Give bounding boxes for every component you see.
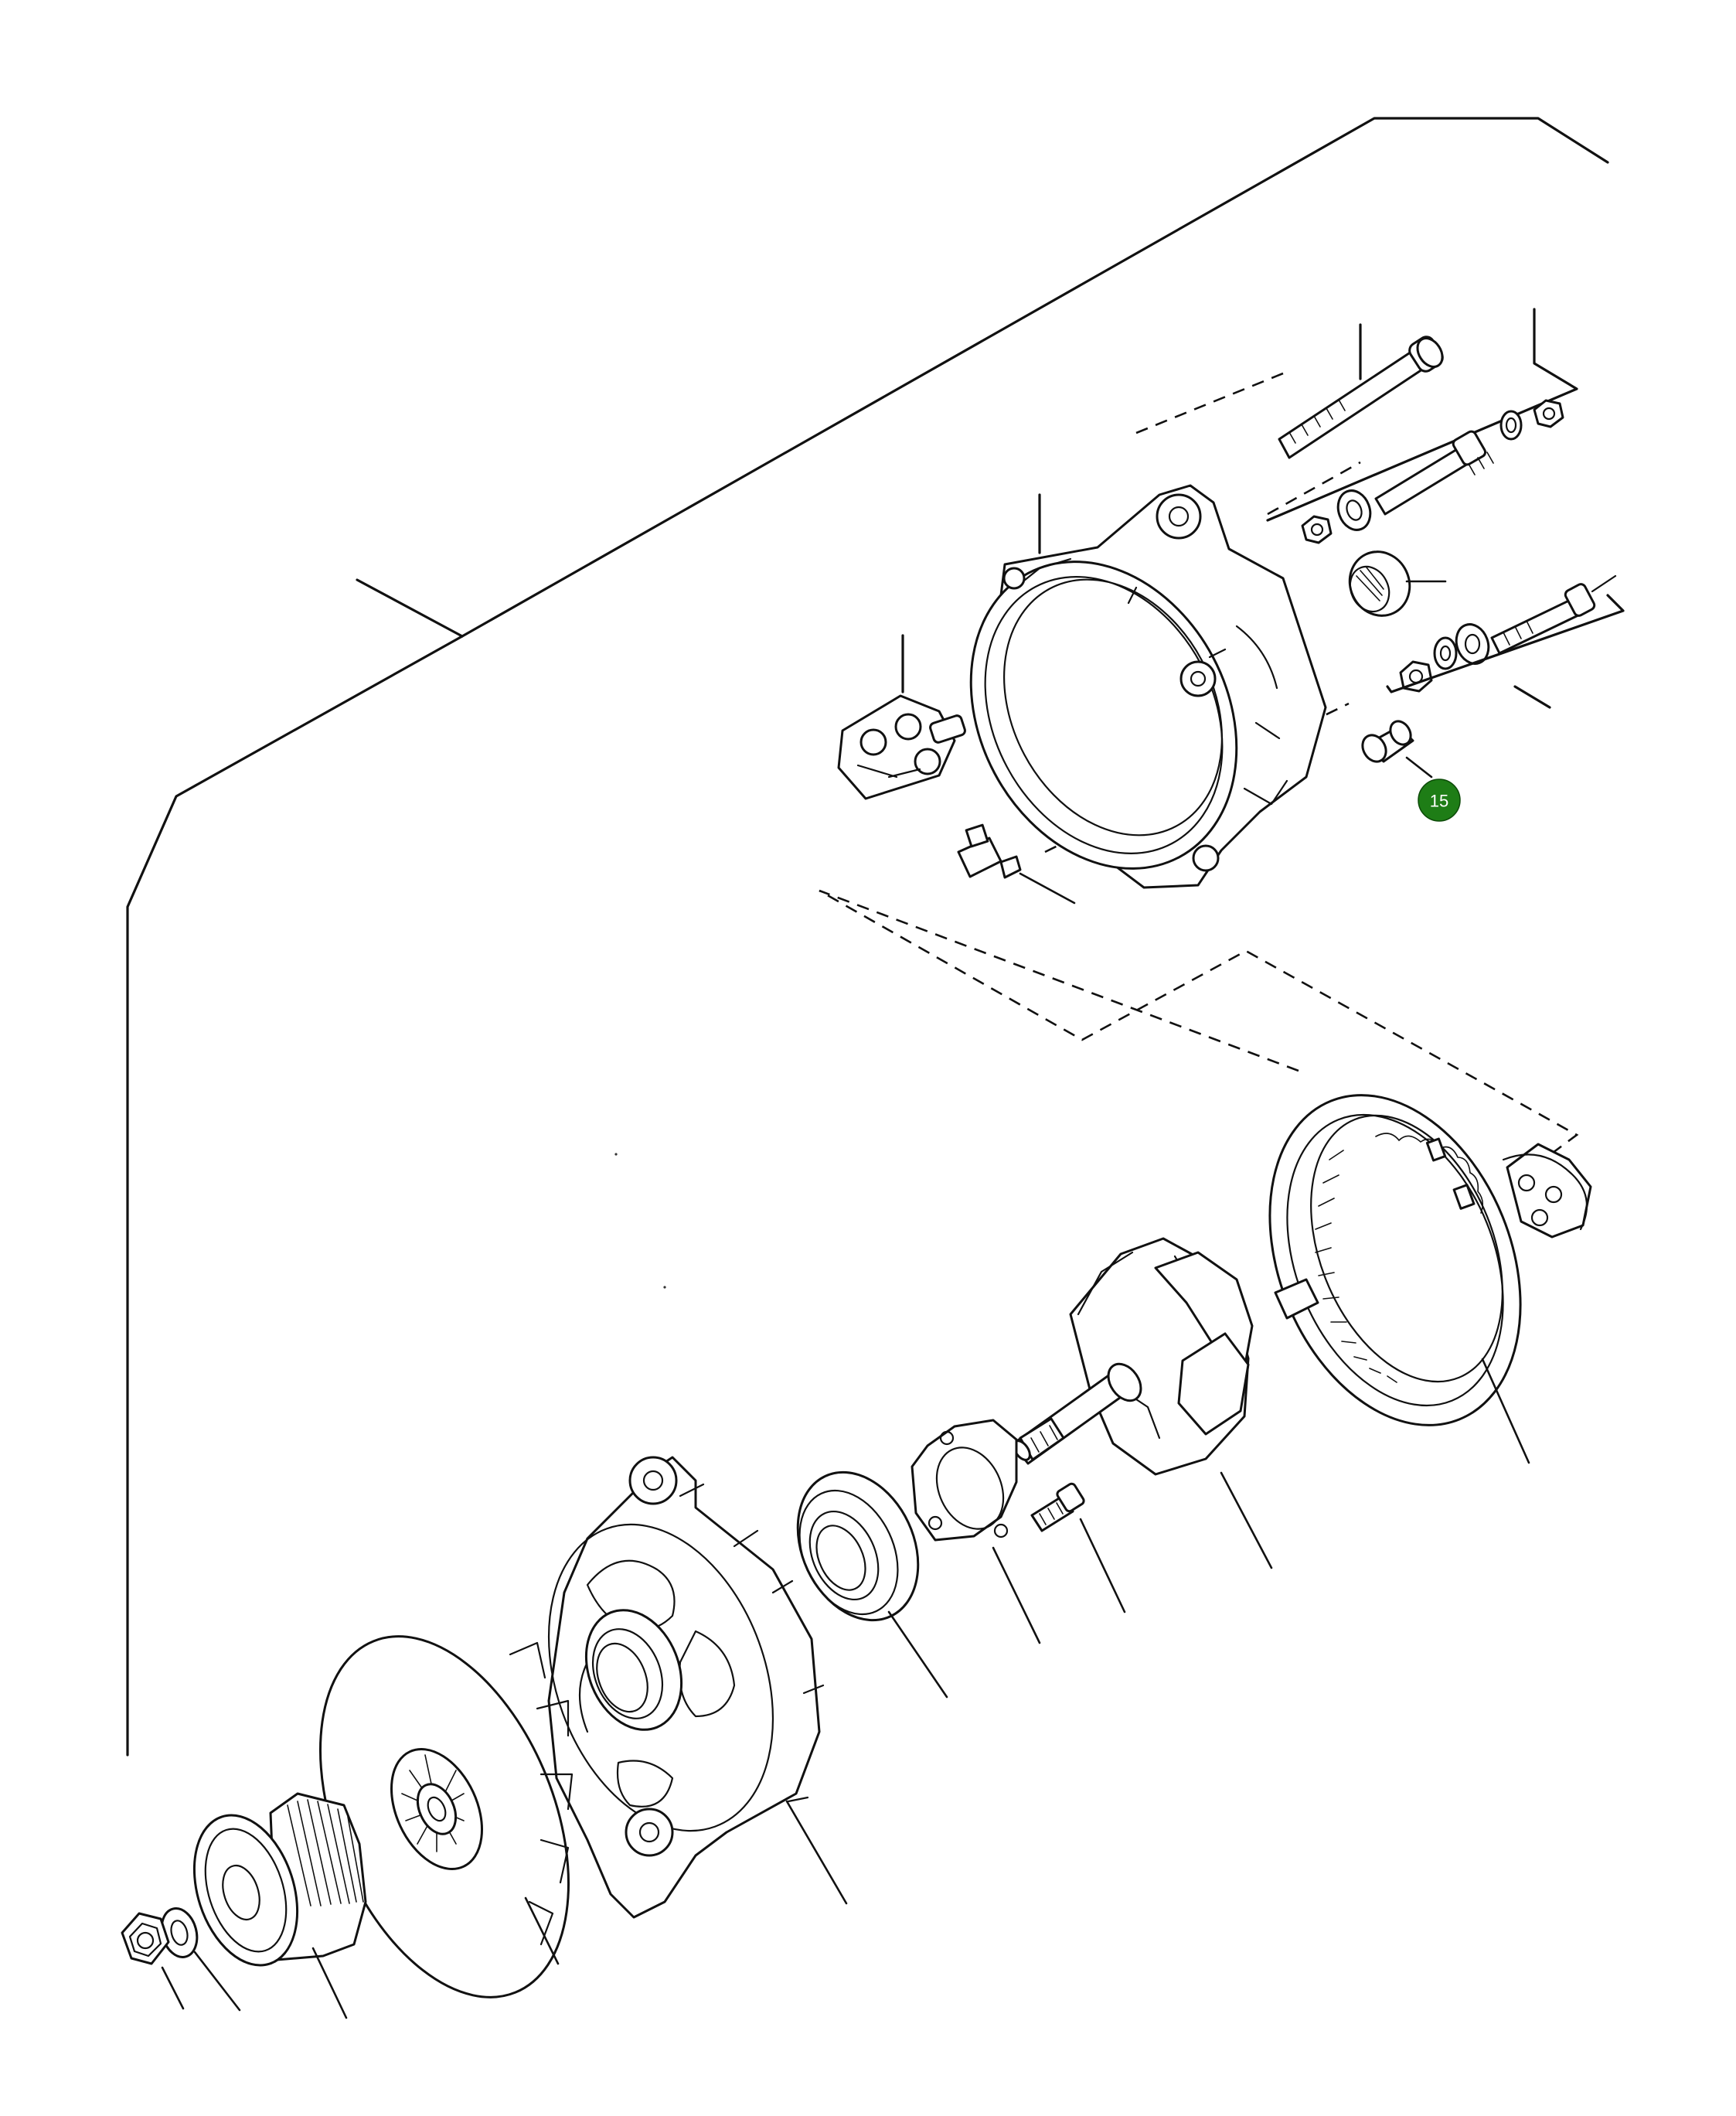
bearing-retainer-plate [912, 1420, 1016, 1540]
lower-hardware-bracket [1387, 595, 1623, 692]
cooling-fan [272, 1600, 618, 2034]
terminal-connector [958, 825, 1020, 877]
front-housing-leader [787, 1801, 846, 1903]
scan-speck [663, 1286, 666, 1289]
pulley-leader [313, 1948, 346, 2018]
front-bearing [774, 1453, 941, 1640]
rotor-leader [1221, 1473, 1271, 1568]
washer-upper [1333, 486, 1375, 535]
mounting-bolt-upper [1376, 430, 1493, 514]
assembly-frame [128, 118, 1608, 1755]
rear-bearing [1339, 542, 1420, 625]
retainer-leader [993, 1548, 1040, 1643]
lower-hardware-leader [1515, 687, 1550, 707]
front-nut [122, 1913, 168, 1964]
stator-leader [1482, 1359, 1529, 1463]
through-bolt-long [1279, 334, 1448, 458]
nut-upper-left [1302, 516, 1331, 543]
mounting-bolt-lower [1492, 576, 1615, 653]
washer-leader [195, 1952, 240, 2010]
bushing-sleeve [1358, 717, 1415, 765]
front-bearing-leader [889, 1612, 947, 1697]
rotor [1010, 1239, 1318, 1474]
front-housing [509, 1457, 823, 1917]
brush-holder [839, 696, 966, 799]
retainer-screw [1032, 1482, 1085, 1531]
screw-leader [1081, 1519, 1125, 1612]
nut-top-right [1534, 400, 1563, 427]
callout-15[interactable]: 15 [1418, 779, 1460, 821]
fan-leader [526, 1898, 558, 1964]
rear-housing [919, 486, 1326, 915]
callout-15-badge[interactable] [1418, 779, 1460, 821]
washer-top-right [1501, 411, 1521, 439]
nut-leader [162, 1968, 183, 2009]
bushing-leader [1407, 758, 1431, 777]
washer-lower-1 [1451, 620, 1493, 669]
hardware-group-bracket [1268, 309, 1577, 520]
stator [1224, 1058, 1591, 1463]
pulley [176, 1794, 366, 1978]
washer-lower-2 [1435, 638, 1456, 669]
terminal-leader [1020, 874, 1074, 903]
callout-15-label[interactable]: 15 [1430, 792, 1448, 811]
scan-speck [614, 1153, 618, 1156]
